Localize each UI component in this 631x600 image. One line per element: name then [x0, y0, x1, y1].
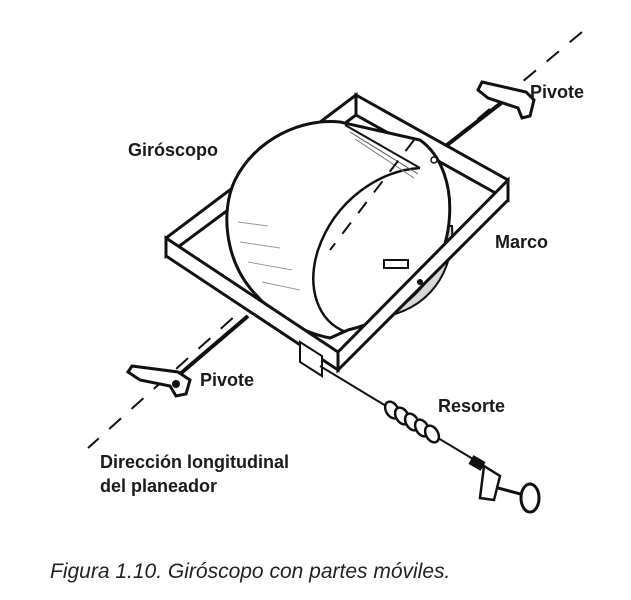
label-resorte: Resorte: [438, 396, 506, 416]
label-pivote-bottom: Pivote: [200, 370, 255, 390]
adjustment-knob: [468, 455, 541, 514]
frame-front: [164, 156, 510, 378]
longitudinal-axis: [87, 31, 583, 449]
pivot-bottom: [125, 314, 250, 398]
gyroscope-wheel: [225, 120, 454, 340]
pivot-top: [436, 80, 536, 154]
label-direccion-line1: Dirección longitudinal: [100, 452, 290, 472]
label-giroscopo: Giróscopo: [128, 140, 219, 160]
label-marco: Marco: [495, 232, 549, 252]
figure-caption: Figura 1.10. Giróscopo con partes móvile…: [50, 560, 451, 583]
label-pivote-top: Pivote: [530, 82, 585, 102]
label-direccion-line2: del planeador: [100, 476, 218, 496]
spring: [319, 365, 479, 463]
